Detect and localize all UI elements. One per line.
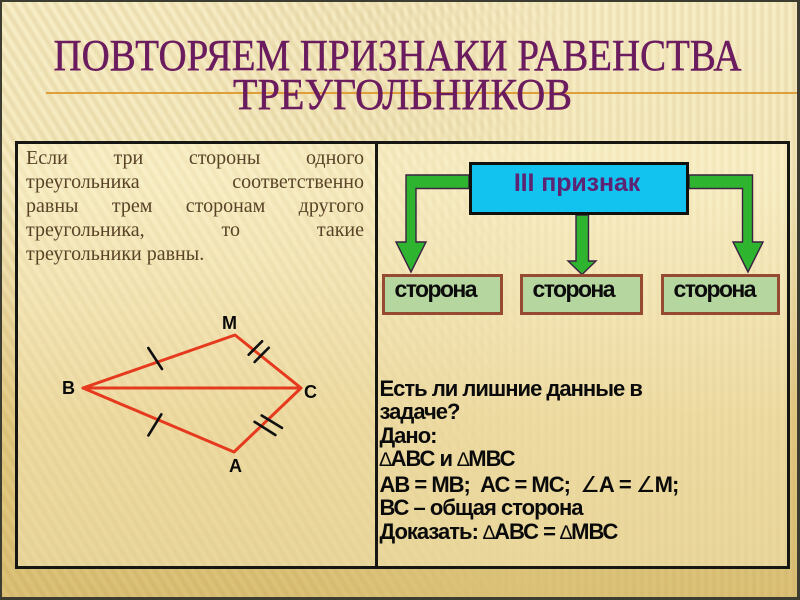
svg-text:B: B [62,378,75,398]
svg-text:C: C [304,382,317,402]
svg-text:M: M [222,313,237,333]
svg-text:A: A [229,456,242,476]
